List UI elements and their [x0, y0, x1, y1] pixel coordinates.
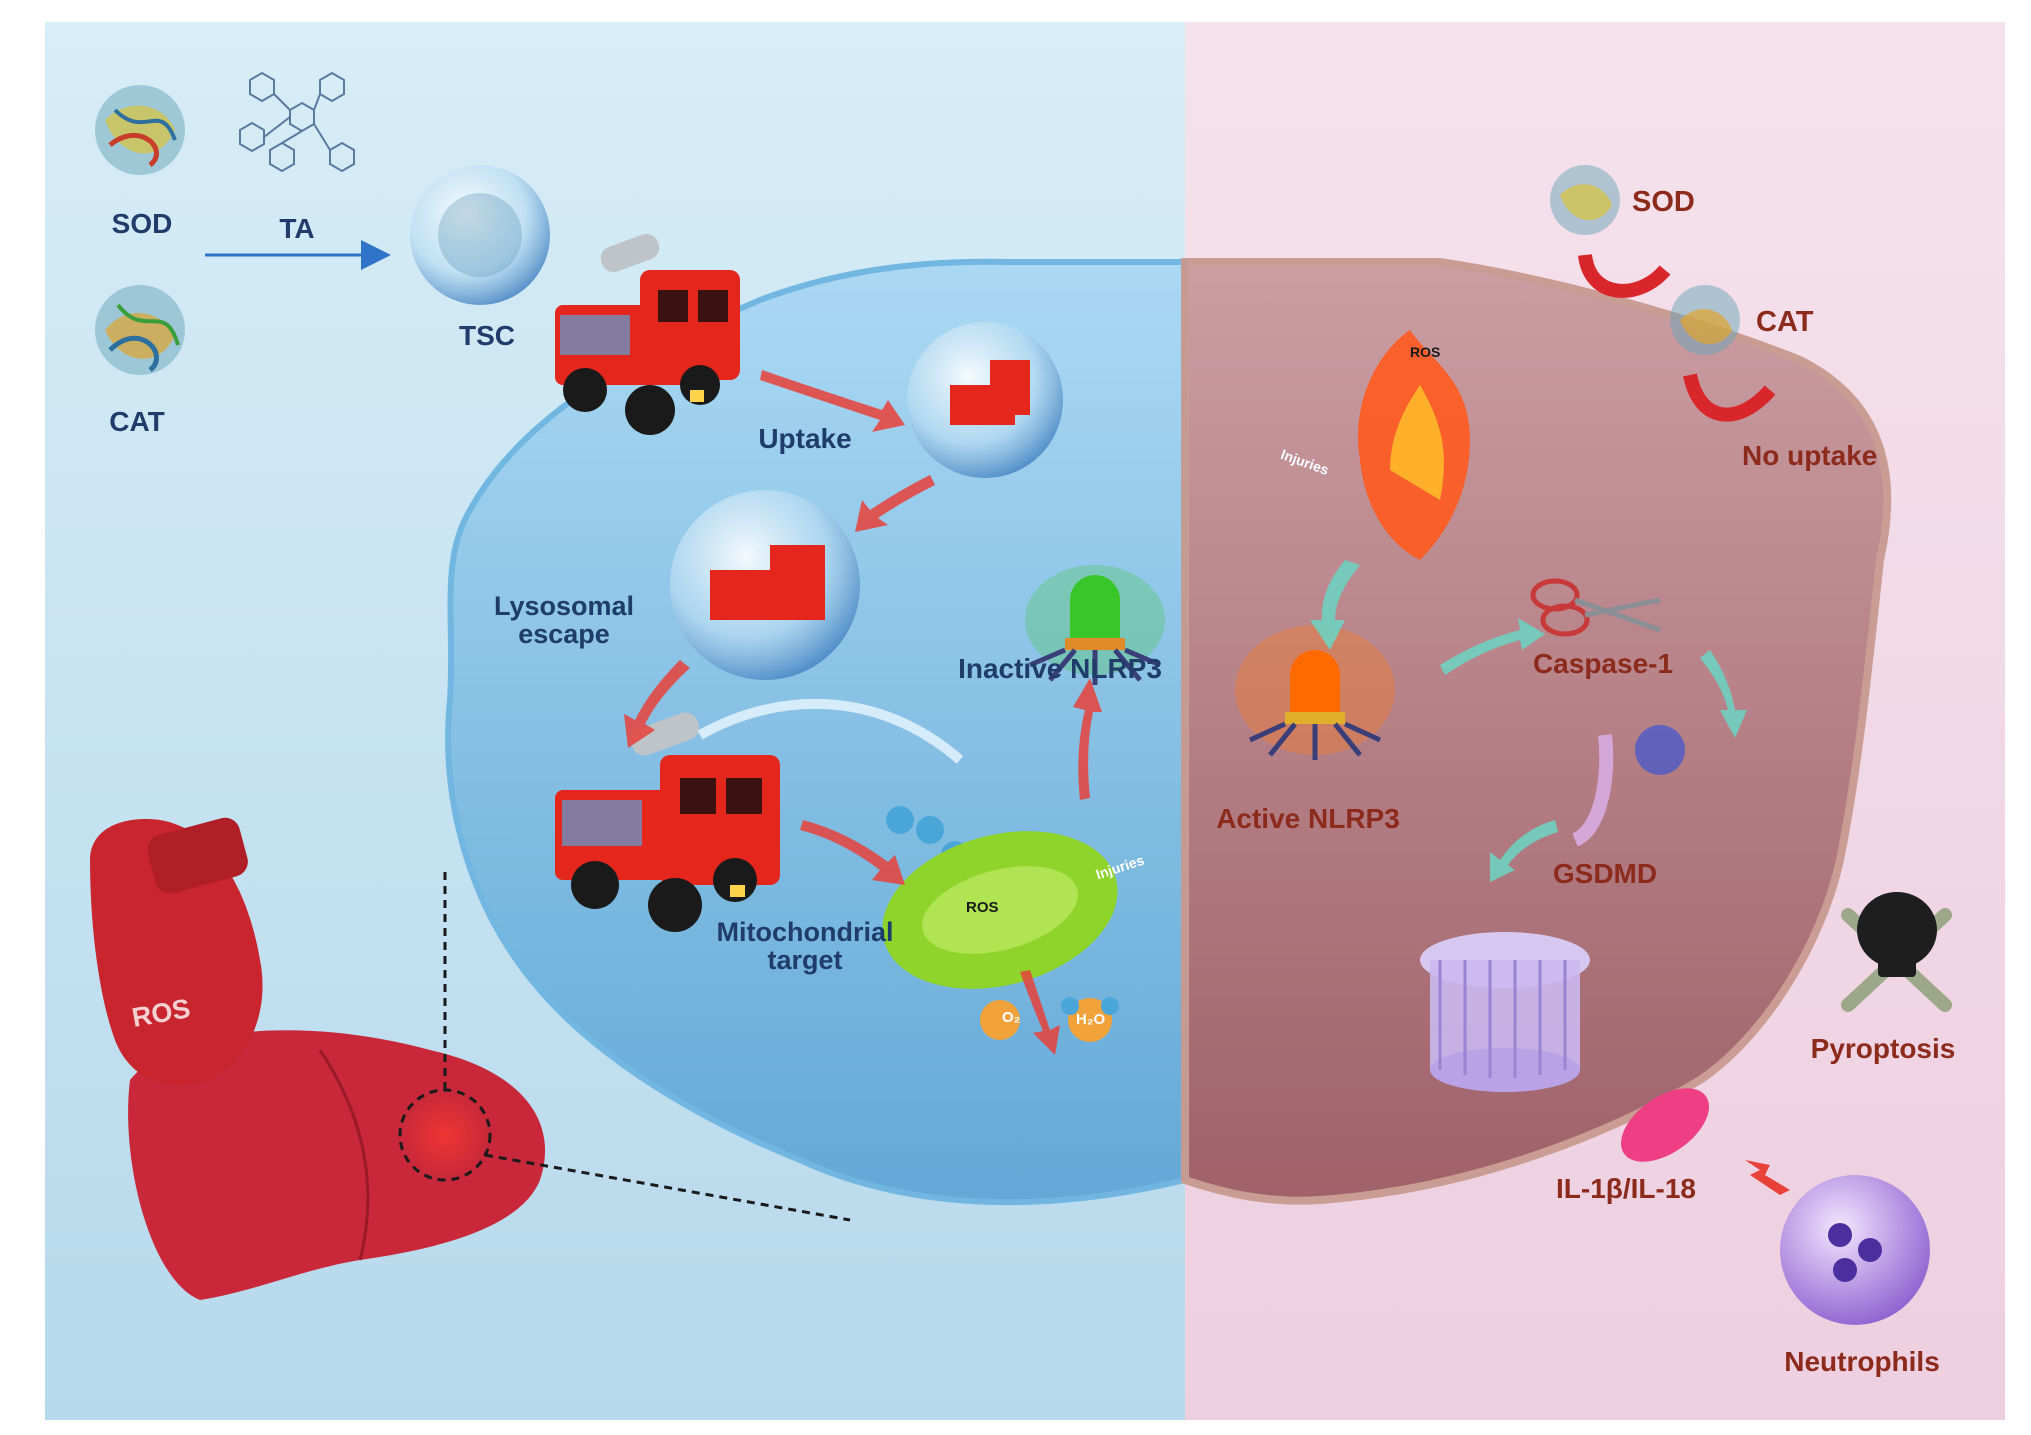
process-arrows	[624, 370, 1102, 1055]
ta-label: TA	[279, 213, 315, 244]
il-1b-il-18-label: IL-1β/IL-18	[1556, 1173, 1696, 1204]
liver-zoom-circle	[398, 1088, 492, 1182]
uptake-label: Uptake	[758, 423, 852, 454]
cat-label: CAT	[109, 406, 165, 437]
injured-cell	[1181, 258, 1892, 1205]
gsdmd-protein	[1571, 734, 1614, 847]
active-nlrp3-label: Active NLRP3	[1216, 803, 1400, 834]
sod-right-label: SOD	[1632, 186, 1695, 218]
inactive-nlrp3-label: Inactive NLRP3	[958, 653, 1162, 684]
inactive-nlrp3-icon	[1025, 565, 1165, 685]
gsdmd-pore	[1420, 932, 1590, 1092]
no-uptake-arrows	[1578, 253, 1776, 422]
tsc-label: TSC	[459, 320, 515, 351]
active-nlrp3-icon	[1235, 625, 1395, 760]
tsc-nanoparticle	[410, 165, 550, 305]
pyroptosis-label: Pyroptosis	[1810, 1033, 1956, 1064]
boxing-glove	[90, 819, 263, 1086]
ros-burst-label: ROS	[966, 899, 999, 916]
h2o-label: H₂O	[1076, 1011, 1106, 1028]
water-spray	[697, 698, 964, 764]
o2-label: O₂	[1002, 1009, 1021, 1026]
il-cytokine	[1621, 1088, 1709, 1162]
sod-protein-icon	[95, 85, 185, 175]
h2o-molecule	[1068, 998, 1112, 1042]
cat-protein-icon	[95, 285, 185, 375]
fire-truck-tsc	[555, 233, 740, 435]
fire-truck-mito	[555, 712, 780, 932]
recruitment-arrow	[1745, 1160, 1790, 1195]
no-uptake-label: No uptake	[1742, 440, 1878, 471]
o2-molecule	[980, 1000, 1020, 1040]
cat-right-label: CAT	[1756, 306, 1814, 338]
caspase-1-label: Caspase-1	[1532, 648, 1674, 679]
skull-icon	[1841, 892, 1952, 1012]
ros-fire-label: ROS	[1410, 344, 1441, 360]
pathway-arrows	[1310, 560, 1747, 882]
ta-molecule-icon	[239, 71, 355, 173]
neutrophils-label: Neutrophils	[1784, 1346, 1940, 1377]
gsdmd-label: GSDMD	[1552, 858, 1658, 889]
sod-label: SOD	[111, 208, 173, 239]
neutrophil	[1780, 1175, 1930, 1325]
scissors-icon	[1530, 578, 1661, 637]
